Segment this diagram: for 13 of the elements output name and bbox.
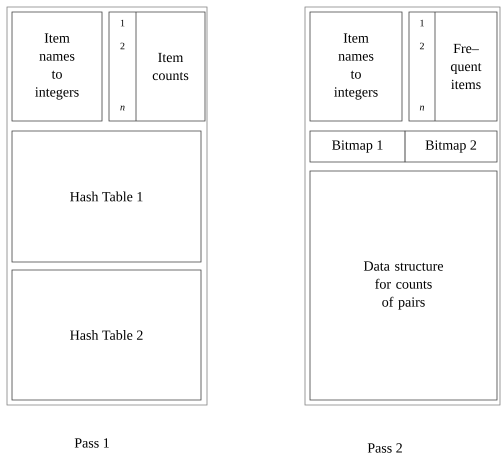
memory-box: Item names to integers [12,12,102,122]
pass-frame [304,6,500,406]
pass-label: Pass 2 [368,443,402,453]
pass-label: Pass 1 [74,438,109,448]
pass-frame [6,6,208,406]
memory-box: Bitmap 2 [404,130,498,162]
memory-box: Hash Table 2 [12,270,202,400]
memory-box: Bitmap 1 [310,130,406,162]
counter-box: 1 2 n Item counts [108,12,206,122]
memory-box: Item names to integers [310,12,402,122]
counter-box: 1 2 n Fre– quent items [408,12,498,122]
memory-box: Data structure for counts of pairs [310,170,498,400]
memory-box: Hash Table 1 [12,130,202,262]
